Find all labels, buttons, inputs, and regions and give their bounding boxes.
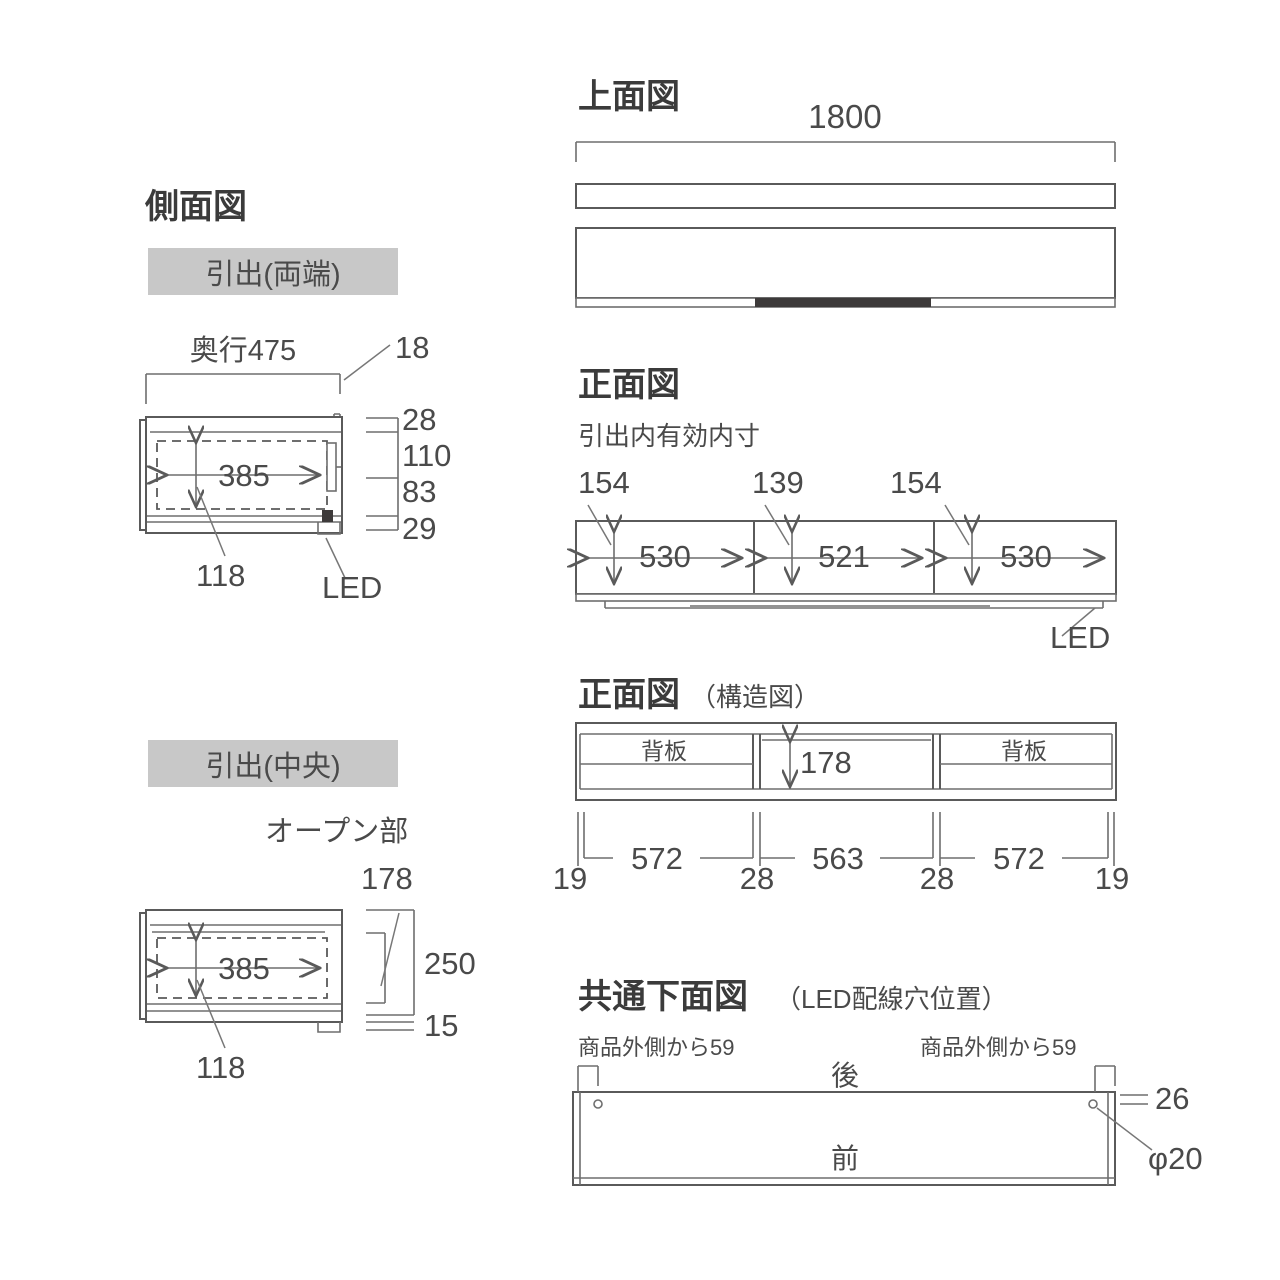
- bottom-view-note-left: 商品外側から59: [578, 1035, 735, 1060]
- center-inner-width-dim: 385: [218, 951, 270, 986]
- ladder-dim-83: 83: [402, 474, 437, 509]
- top-view-title: 上面図: [578, 78, 680, 116]
- structure-dim-28-left: 28: [739, 861, 775, 896]
- ends-leader-118: 118: [196, 558, 246, 593]
- center-leader-118: 118: [196, 1050, 246, 1085]
- bottom-view-note-right: 商品外側から59: [920, 1035, 1077, 1060]
- side-view-center-geometry: [139, 909, 415, 1049]
- side-view-center-band-label: 引出(中央): [205, 750, 341, 783]
- front-height-dim-154-left: 154: [578, 465, 630, 500]
- front-structure-title-suffix: （構造図）: [690, 682, 821, 712]
- ladder-dim-28: 28: [402, 402, 437, 437]
- top-thickness-dim: 18: [395, 330, 430, 365]
- side-view-ends-geometry: [139, 344, 399, 579]
- depth-label: 奥行475: [189, 335, 297, 367]
- front-view-title: 正面図: [578, 366, 680, 404]
- bottom-view-hole-diameter: φ20: [1148, 1141, 1203, 1176]
- open-section-label: オープン部: [265, 816, 409, 848]
- bottom-view-title-suffix: （LED配線穴位置）: [775, 984, 1008, 1014]
- side-view-title: 側面図: [145, 188, 247, 226]
- total-height-dim: 250: [424, 946, 476, 981]
- bottom-view-rear-label: 後: [830, 1060, 860, 1091]
- side-view-center-band: 引出(中央): [148, 740, 398, 787]
- ladder-dim-110: 110: [402, 438, 452, 473]
- structure-dim-563-center: 563: [812, 841, 864, 876]
- structure-dim-572-left: 572: [631, 841, 683, 876]
- front-view-led-label: LED: [1050, 620, 1111, 655]
- bottom-view-title: 共通下面図: [578, 978, 748, 1016]
- structure-dim-28-right: 28: [919, 861, 955, 896]
- front-view-geometry: [576, 504, 1117, 637]
- front-width-dim-530-left: 530: [639, 539, 691, 574]
- front-height-dim-154-right: 154: [890, 465, 942, 500]
- open-height-dim: 178: [361, 861, 413, 896]
- foot-height-dim: 15: [424, 1008, 459, 1043]
- front-height-dim-139-center: 139: [752, 465, 804, 500]
- structure-center-height-dim: 178: [800, 745, 852, 780]
- bottom-view-front-label: 前: [830, 1143, 860, 1174]
- front-width-dim-521-center: 521: [818, 539, 870, 574]
- front-width-dim-530-right: 530: [1000, 539, 1052, 574]
- side-view-ends-band: 引出(両端): [148, 248, 398, 295]
- back-panel-label-left: 背板: [641, 738, 687, 764]
- ends-led-label: LED: [322, 570, 383, 605]
- ladder-dim-29: 29: [402, 511, 437, 546]
- structure-dim-572-right: 572: [993, 841, 1045, 876]
- front-view-subtitle: 引出内有効内寸: [578, 421, 761, 451]
- front-structure-title: 正面図: [578, 676, 680, 714]
- back-panel-label-right: 背板: [1001, 738, 1047, 764]
- structure-dim-19-right: 19: [1094, 861, 1130, 896]
- structure-dim-19-left: 19: [552, 861, 588, 896]
- bottom-view-offset-26: 26: [1155, 1081, 1190, 1116]
- bottom-view-geometry: [572, 1065, 1153, 1186]
- top-view-geometry: [575, 141, 1116, 308]
- top-view-width-dim: 1800: [808, 98, 882, 135]
- ends-inner-width-dim: 385: [218, 458, 270, 493]
- side-view-ends-band-label: 引出(両端): [205, 258, 341, 291]
- front-structure-geometry: [575, 722, 1117, 866]
